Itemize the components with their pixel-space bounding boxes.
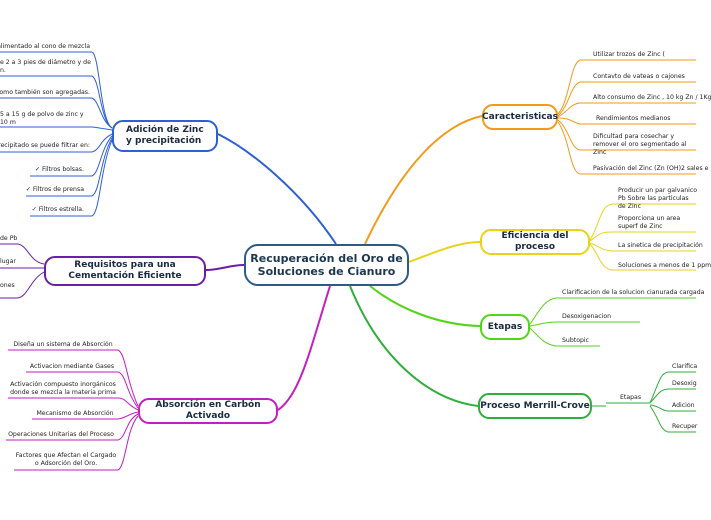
topic-label: Requisitos para una Cementación Eficient… [68, 260, 182, 281]
leaf-absorcion-6[interactable]: Factores que Afectan el Cargado o Adsorc… [15, 452, 117, 467]
topic-merrill-crove[interactable]: Proceso Merrill-Crove [478, 393, 592, 419]
link-absorcion [277, 285, 331, 411]
leaf-eficiencia-2[interactable]: Proporciona un area superf de Zinc [618, 215, 681, 230]
link-etapas [369, 285, 481, 327]
leaf-requisitos-2[interactable]: lugar [0, 258, 16, 265]
merrill-subtopic-etapas[interactable]: Etapas [620, 394, 642, 401]
leaf-absorcion-1[interactable]: Diseña un sistema de Absorción [13, 341, 113, 348]
leaf-etapas-3[interactable]: Subtopic [562, 337, 590, 344]
leaf-merrill-4[interactable]: Recuper [672, 423, 698, 430]
leaf-absorcion-5[interactable]: Operaciones Unitarias del Proceso [8, 431, 114, 438]
leaf-merrill-2[interactable]: Desoxig [672, 380, 697, 387]
leaf-eficiencia-1[interactable]: Producir un par galvanico Pb Sobre las p… [618, 187, 698, 210]
link-caracteristicas [364, 115, 483, 245]
topic-label: Proceso Merrill-Crove [480, 400, 590, 411]
leaf-merrill-1[interactable]: Clarifica [672, 363, 698, 370]
topic-label: Absorción en Carbón Activado [155, 400, 261, 421]
topic-label: Eficiencia del proceso [501, 231, 569, 252]
topic-adicion-zinc[interactable]: Adición de Zinc y precipitación [112, 120, 218, 152]
leaf-etapas-1[interactable]: Clarificacion de la solucion cianurada c… [562, 289, 705, 296]
topic-eficiencia[interactable]: Eficiencia del proceso [480, 229, 590, 255]
leaf-adicion-4[interactable]: 5 a 15 g de polvo de zinc y 10 m [0, 111, 84, 126]
leaf-absorcion-4[interactable]: Mecanismo de Absorción [36, 410, 114, 417]
leaf-adicion-5[interactable]: recipitado se puede filtrar en: [0, 142, 90, 149]
link-eficiencia [408, 241, 481, 263]
leaf-adicion-8[interactable]: ✓ Filtros estrella. [31, 206, 84, 213]
topic-absorcion[interactable]: Absorción en Carbón Activado [138, 398, 278, 424]
leaf-etapas-2[interactable]: Desoxigenacion [562, 313, 612, 320]
topic-label: Adición de Zinc y precipitación [126, 125, 204, 146]
leaf-adicion-6[interactable]: ✓ Filtros bolsas. [34, 166, 84, 173]
leaf-eficiencia-3[interactable]: La sinetica de precipitación [618, 242, 703, 249]
leaf-requisitos-1[interactable]: de Pb [0, 235, 18, 242]
leaf-merrill-3[interactable]: Adicion [672, 402, 695, 409]
leaf-caracteristicas-6[interactable]: Pasivación del Zinc (Zn (OH)2 sales e [593, 165, 709, 172]
topic-label: Etapas [487, 321, 523, 332]
leaf-caracteristicas-3[interactable]: Alto consumo de Zinc , 10 kg Zn / 1Kg [593, 94, 711, 101]
leaf-adicion-2[interactable]: e 2 a 3 pies de diámetro y de n. [0, 59, 91, 74]
central-topic-label: Recuperación del Oro de Soluciones de Ci… [250, 252, 403, 278]
leaf-caracteristicas-2[interactable]: Contavto de vateas o cajones [593, 73, 685, 80]
leaf-absorcion-3[interactable]: Activación compuesto inorgánicos donde s… [10, 381, 116, 396]
leaf-requisitos-3[interactable]: ones [0, 282, 15, 289]
link-merrill [349, 285, 479, 407]
leaf-caracteristicas-1[interactable]: Utilizar trozos de Zinc ( [593, 51, 665, 58]
leaf-caracteristicas-4[interactable]: Rendimientos medianos [596, 115, 671, 122]
central-topic[interactable]: Recuperación del Oro de Soluciones de Ci… [244, 244, 409, 286]
connector-lines [0, 51, 696, 471]
leaf-adicion-1[interactable]: alimentado al cono de mezcla [0, 43, 90, 50]
link-requisitos [205, 264, 245, 271]
leaf-eficiencia-4[interactable]: Soluciones a menos de 1 ppm [618, 262, 711, 269]
leaf-adicion-3[interactable]: lomo también son agregadas. [0, 89, 90, 96]
topic-requisitos[interactable]: Requisitos para una Cementación Eficient… [44, 256, 206, 286]
leaf-adicion-7[interactable]: ✓ Filtros de prensa [25, 186, 84, 193]
topic-etapas[interactable]: Etapas [480, 314, 530, 340]
leaf-absorcion-2[interactable]: Activacion mediante Gases [29, 363, 115, 370]
mind-map: Recuperación del Oro de Soluciones de Ci… [0, 43, 711, 471]
link-adicion [217, 133, 337, 245]
leaf-caracteristicas-5[interactable]: Dificultad para cosechar y remover el or… [593, 133, 687, 156]
topic-label: Caracteristicas [482, 111, 558, 122]
topic-caracteristicas[interactable]: Caracteristicas [482, 104, 558, 130]
